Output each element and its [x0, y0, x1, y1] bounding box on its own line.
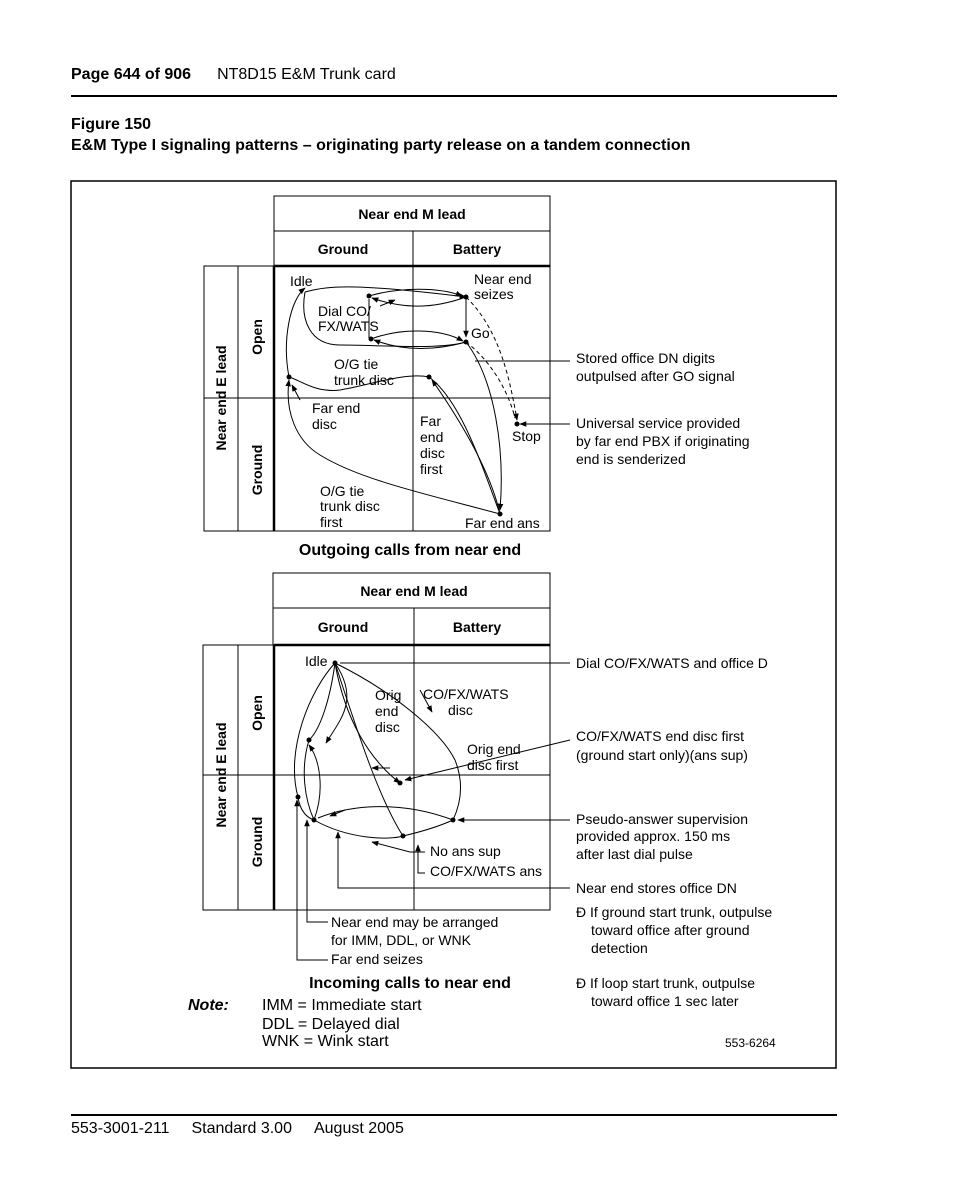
e-lead-header-2: Near end E lead	[213, 722, 229, 827]
figure-caption: E&M Type I signaling patterns – originat…	[71, 137, 691, 154]
co-disc-first-note: CO/FX/WATS end disc first	[576, 728, 744, 744]
co-disc-label: CO/FX/WATS	[423, 686, 509, 702]
svg-text:trunk disc: trunk disc	[320, 498, 380, 514]
col-battery: Battery	[453, 241, 501, 257]
svg-text:end is senderized: end is senderized	[576, 451, 686, 467]
svg-text:FX/WATS: FX/WATS	[318, 318, 379, 334]
incoming-subtitle: Incoming calls to near end	[309, 975, 511, 992]
og-tie-first-label: O/G tie	[320, 483, 365, 499]
note-line-imm: IMM = Immediate start	[262, 997, 422, 1014]
svg-text:provided approx. 150 ms: provided approx. 150 ms	[576, 828, 730, 844]
doc-standard: Standard 3.00	[191, 1120, 292, 1137]
doc-number: 553-3001-211	[71, 1120, 170, 1137]
svg-text:outpulsed after GO signal: outpulsed after GO signal	[576, 368, 735, 384]
dial-office-note: Dial CO/FX/WATS and office D	[576, 655, 768, 671]
row-open: Open	[249, 319, 265, 355]
figure-number: Figure 150	[71, 116, 152, 133]
svg-text:by far end PBX if originating: by far end PBX if originating	[576, 433, 750, 449]
outgoing-state-diagram: Near end M lead Ground Battery Near end …	[203, 195, 750, 559]
no-ans-sup-label: No ans sup	[430, 843, 501, 859]
col-ground: Ground	[318, 241, 369, 257]
col-ground-2: Ground	[318, 619, 369, 635]
row-open-2: Open	[249, 695, 265, 731]
doc-date: August 2005	[313, 1120, 404, 1137]
pseudo-answer-note: Pseudo-answer supervision	[576, 811, 748, 827]
note-line-wnk: WNK = Wink start	[262, 1033, 389, 1050]
note-line-ddl: DDL = Delayed dial	[262, 1016, 400, 1033]
idle-label: Idle	[290, 273, 313, 289]
figure-id: 553-6264	[725, 1036, 776, 1050]
m-lead-header-2: Near end M lead	[360, 583, 467, 599]
loop-start-note: Ð If loop start trunk, outpulse	[576, 975, 755, 991]
svg-text:disc: disc	[448, 702, 473, 718]
dial-label: Dial CO/	[318, 303, 371, 319]
header-rule	[71, 95, 837, 97]
document-title: NT8D15 E&M Trunk card	[217, 66, 396, 83]
row-ground-2: Ground	[249, 817, 265, 868]
row-ground: Ground	[249, 445, 265, 496]
figure-frame	[70, 180, 837, 1069]
m-lead-header: Near end M lead	[358, 206, 465, 222]
svg-text:(ground start only)(ans sup): (ground start only)(ans sup)	[576, 747, 748, 763]
idle-label-2: Idle	[305, 653, 328, 669]
page-footer: 553-3001-211 Standard 3.00 August 2005	[71, 1120, 426, 1138]
svg-text:end: end	[375, 703, 398, 719]
far-end-disc-label: Far end	[312, 400, 360, 416]
svg-text:first: first	[420, 461, 443, 477]
svg-text:trunk disc: trunk disc	[334, 372, 394, 388]
svg-text:toward office 1 sec later: toward office 1 sec later	[591, 993, 739, 1009]
svg-text:after last dial pulse: after last dial pulse	[576, 846, 693, 862]
e-lead-header: Near end E lead	[213, 345, 229, 450]
col-battery-2: Battery	[453, 619, 501, 635]
far-end-disc-first-label: Far	[420, 413, 441, 429]
og-tie-disc-label: O/G tie	[334, 356, 379, 372]
near-end-seizes-label: Near end	[474, 271, 532, 287]
stop-label: Stop	[512, 428, 541, 444]
note-label: Note:	[188, 997, 229, 1014]
svg-text:first: first	[320, 514, 343, 530]
svg-text:for IMM, DDL, or WNK: for IMM, DDL, or WNK	[331, 932, 472, 948]
stores-note: Near end stores office DN	[576, 880, 737, 896]
ground-start-note: Ð If ground start trunk, outpulse	[576, 904, 772, 920]
co-ans-label: CO/FX/WATS ans	[430, 863, 542, 879]
outgoing-subtitle: Outgoing calls from near end	[299, 542, 521, 559]
page-number: Page 644 of 906	[71, 66, 192, 83]
svg-text:disc: disc	[375, 719, 400, 735]
incoming-state-diagram: Near end M lead Ground Battery Near end …	[202, 572, 772, 1009]
svg-text:seizes: seizes	[474, 286, 514, 302]
svg-text:end: end	[420, 429, 443, 445]
footer-rule	[71, 1114, 837, 1116]
arranged-label: Near end may be arranged	[331, 914, 498, 930]
far-end-ans-label: Far end ans	[465, 515, 540, 531]
page-header: Page 644 of 906 NT8D15 E&M Trunk card	[71, 66, 396, 84]
svg-text:disc first: disc first	[467, 757, 518, 773]
svg-text:disc: disc	[312, 416, 337, 432]
orig-first-label: Orig end	[467, 741, 521, 757]
svg-text:detection: detection	[591, 940, 648, 956]
universal-note: Universal service provided	[576, 415, 740, 431]
go-label: Go	[471, 325, 490, 341]
stored-note: Stored office DN digits	[576, 350, 715, 366]
svg-text:disc: disc	[420, 445, 445, 461]
far-end-seizes-label: Far end seizes	[331, 951, 423, 967]
svg-text:toward office after ground: toward office after ground	[591, 922, 750, 938]
